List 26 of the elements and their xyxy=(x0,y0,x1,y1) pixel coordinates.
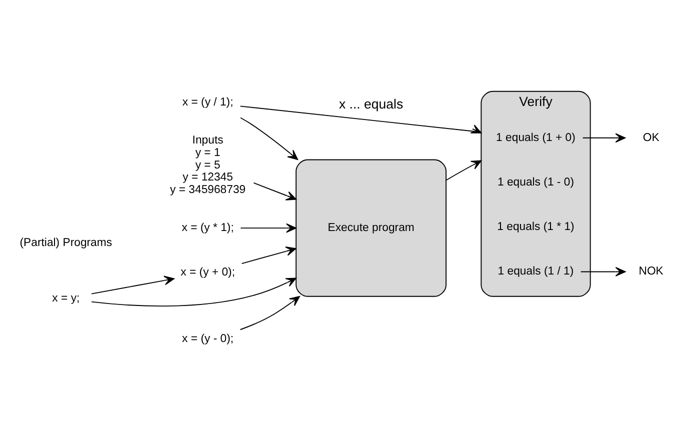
node-box: Execute program xyxy=(296,158,447,296)
node-text: x = y; xyxy=(52,292,80,304)
label: (Partial) Programs xyxy=(20,236,112,249)
edge-label: x ... equals xyxy=(339,96,404,112)
node-text: 1 equals (1 / 1) xyxy=(498,265,574,278)
node-text: NOK xyxy=(638,265,664,278)
arrow xyxy=(91,275,174,294)
arrow xyxy=(240,222,296,232)
node-text: x = (y / 1); xyxy=(182,96,234,108)
arrow xyxy=(240,296,300,330)
node-text: 1 equals (1 - 0) xyxy=(497,176,574,188)
node-text: 1 equals (1 * 1) xyxy=(497,220,574,233)
node-text: OK xyxy=(642,131,660,144)
arrow xyxy=(446,160,482,180)
node-text: Inputs y = 1 y = 5 y = 12345 y = 345968739 xyxy=(170,134,246,196)
arrow xyxy=(580,266,626,276)
node-text: x = (y - 0); xyxy=(182,332,234,345)
arrow xyxy=(240,116,298,160)
arrow xyxy=(91,277,296,306)
arrow xyxy=(240,105,482,133)
arrow xyxy=(241,246,296,264)
arrow xyxy=(253,182,297,200)
node-text: x = (y * 1); xyxy=(182,222,234,234)
arrow xyxy=(582,132,626,142)
node-text: 1 equals (1 + 0) xyxy=(496,131,576,144)
node-text: x = (y + 0); xyxy=(180,266,236,278)
